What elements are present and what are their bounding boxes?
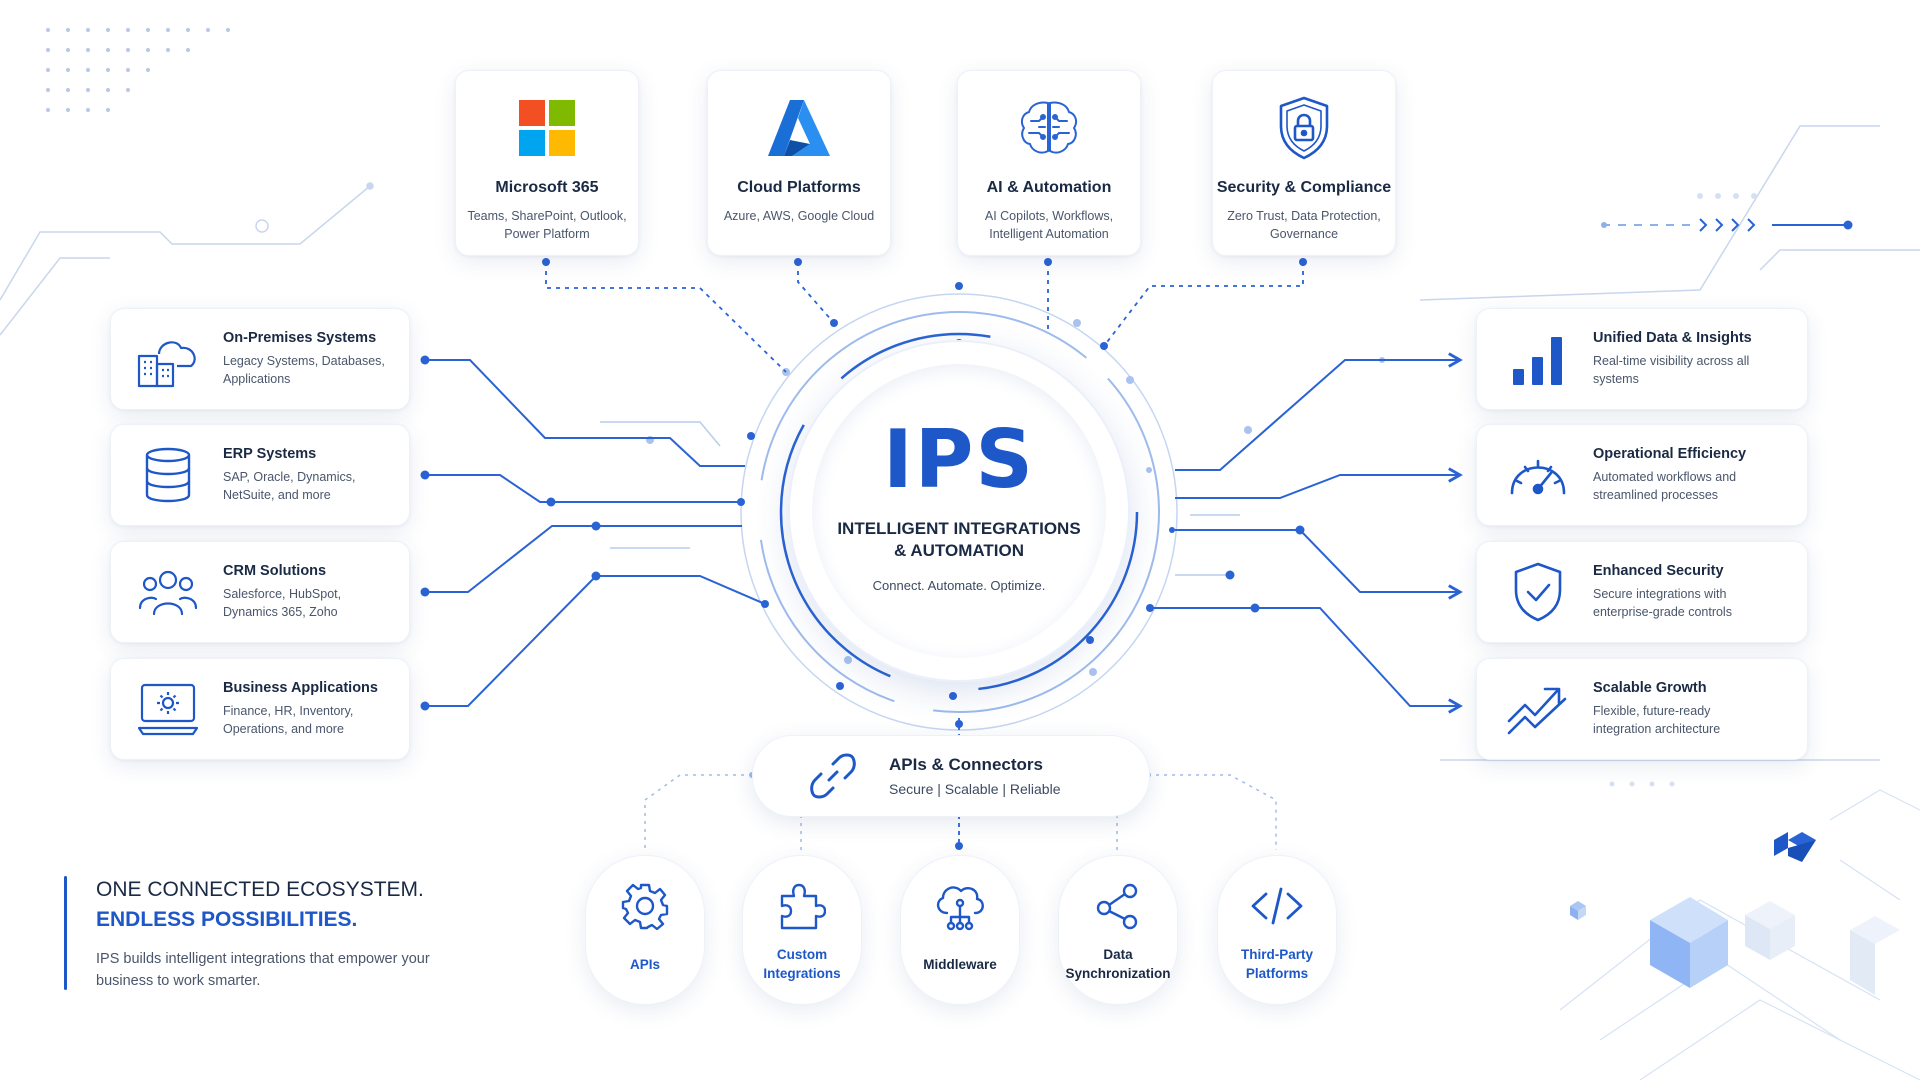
hub-title-line2: & AUTOMATION — [893, 541, 1024, 560]
card-subtitle: AI Copilots, Workflows, Intelligent Auto… — [984, 209, 1114, 241]
card-subtitle: Teams, SharePoint, Outlook, Power Platfo… — [467, 209, 627, 241]
card-title: Business Applications — [223, 680, 378, 696]
card-title: On-Premises Systems — [223, 330, 377, 346]
item-label: APIs — [629, 956, 660, 972]
apis-subtitle: Secure | Scalable | Reliable — [889, 781, 1061, 797]
item-label: Middleware — [923, 956, 997, 972]
card-subtitle: Automated workflows and streamlined proc… — [1593, 470, 1737, 502]
item-third-party-platforms[interactable]: Third-Party Platforms — [1217, 855, 1337, 1005]
card-title: Unified Data & Insights — [1593, 330, 1752, 346]
card-title: Operational Efficiency — [1593, 446, 1747, 462]
shield-check-icon — [1503, 557, 1573, 627]
card-ai-automation[interactable]: AI & Automation AI Copilots, Workflows, … — [957, 70, 1141, 256]
card-business-applications[interactable]: Business Applications Finance, HR, Inven… — [110, 658, 410, 760]
code-icon — [1218, 878, 1336, 934]
card-cloud-platforms[interactable]: Cloud Platforms Azure, AWS, Google Cloud — [707, 70, 891, 256]
item-data-synchronization[interactable]: Data Synchronization — [1058, 855, 1178, 1005]
card-title: Microsoft 365 — [495, 179, 599, 196]
isometric-cube-decoration — [1559, 789, 1920, 1080]
card-subtitle: Secure integrations with enterprise-grad… — [1593, 587, 1732, 619]
ecosystem-line2: ENDLESS POSSIBILITIES. — [96, 908, 358, 931]
card-crm-solutions[interactable]: CRM Solutions Salesforce, HubSpot, Dynam… — [110, 541, 410, 643]
card-subtitle: Real-time visibility across all systems — [1593, 354, 1750, 386]
card-title: Security & Compliance — [1216, 179, 1392, 196]
card-unified-data-insights[interactable]: Unified Data & Insights Real-time visibi… — [1476, 308, 1808, 410]
trend-up-icon — [1503, 674, 1573, 744]
dot-grid-decoration — [46, 28, 230, 112]
card-subtitle: Zero Trust, Data Protection, Governance — [1227, 209, 1381, 241]
hub-tagline: Connect. Automate. Optimize. — [872, 578, 1046, 593]
gear-icon — [586, 878, 704, 934]
card-subtitle: Salesforce, HubSpot, Dynamics 365, Zoho — [223, 587, 342, 619]
azure-logo-icon — [708, 91, 890, 165]
ips-logo: IPS — [882, 413, 1035, 506]
card-title: AI & Automation — [986, 179, 1112, 196]
card-scalable-growth[interactable]: Scalable Growth Flexible, future-ready i… — [1476, 658, 1808, 760]
ecosystem-line1: ONE CONNECTED ECOSYSTEM. — [96, 878, 424, 901]
card-on-premises-systems[interactable]: On-Premises Systems Legacy Systems, Data… — [110, 308, 410, 410]
card-subtitle: Legacy Systems, Databases, Applications — [223, 354, 385, 386]
speedometer-icon — [1503, 440, 1573, 510]
shield-lock-icon — [1213, 91, 1395, 165]
users-icon — [133, 557, 203, 627]
card-subtitle: Azure, AWS, Google Cloud — [723, 209, 875, 223]
card-title: Scalable Growth — [1593, 680, 1707, 696]
brain-icon — [958, 91, 1140, 165]
accent-bar — [64, 876, 67, 990]
microsoft-logo-icon — [456, 91, 638, 165]
monitor-gear-icon — [133, 674, 203, 744]
bar-chart-icon — [1503, 324, 1573, 394]
item-apis[interactable]: APIs — [585, 855, 705, 1005]
hub-title-line1: INTELLIGENT INTEGRATIONS — [837, 519, 1081, 538]
item-custom-integrations[interactable]: Custom Integrations — [742, 855, 862, 1005]
card-title: CRM Solutions — [223, 563, 327, 579]
item-label: Third-Party Platforms — [1240, 947, 1313, 981]
cloud-network-icon — [901, 878, 1019, 934]
database-icon — [133, 440, 203, 510]
card-title: Cloud Platforms — [737, 179, 861, 196]
card-enhanced-security[interactable]: Enhanced Security Secure integrations wi… — [1476, 541, 1808, 643]
item-label: Custom Integrations — [763, 947, 841, 981]
card-title: ERP Systems — [223, 446, 317, 462]
ecosystem-statement: ONE CONNECTED ECOSYSTEM. ENDLESS POSSIBI… — [64, 876, 484, 994]
item-label: Data Synchronization — [1065, 947, 1171, 981]
card-erp-systems[interactable]: ERP Systems SAP, Oracle, Dynamics, NetSu… — [110, 424, 410, 526]
building-cloud-icon — [133, 324, 203, 394]
share-nodes-icon — [1059, 878, 1177, 934]
item-middleware[interactable]: Middleware — [900, 855, 1020, 1005]
card-security-compliance[interactable]: Security & Compliance Zero Trust, Data P… — [1212, 70, 1396, 256]
puzzle-icon — [743, 878, 861, 934]
card-microsoft-365[interactable]: Microsoft 365 Teams, SharePoint, Outlook… — [455, 70, 639, 256]
apis-connectors-bar[interactable]: APIs & Connectors Secure | Scalable | Re… — [752, 735, 1150, 817]
card-operational-efficiency[interactable]: Operational Efficiency Automated workflo… — [1476, 424, 1808, 526]
card-title: Enhanced Security — [1593, 563, 1724, 579]
link-icon — [803, 746, 863, 806]
ecosystem-description: IPS builds intelligent integrations that… — [96, 951, 430, 989]
hub-center[interactable]: IPS INTELLIGENT INTEGRATIONS & AUTOMATIO… — [812, 364, 1106, 658]
card-subtitle: SAP, Oracle, Dynamics, NetSuite, and mor… — [223, 470, 356, 502]
hub-title: INTELLIGENT INTEGRATIONS & AUTOMATION — [812, 518, 1106, 562]
card-subtitle: Finance, HR, Inventory, Operations, and … — [223, 704, 354, 736]
apis-title: APIs & Connectors — [889, 755, 1043, 774]
card-subtitle: Flexible, future-ready integration archi… — [1593, 704, 1721, 736]
